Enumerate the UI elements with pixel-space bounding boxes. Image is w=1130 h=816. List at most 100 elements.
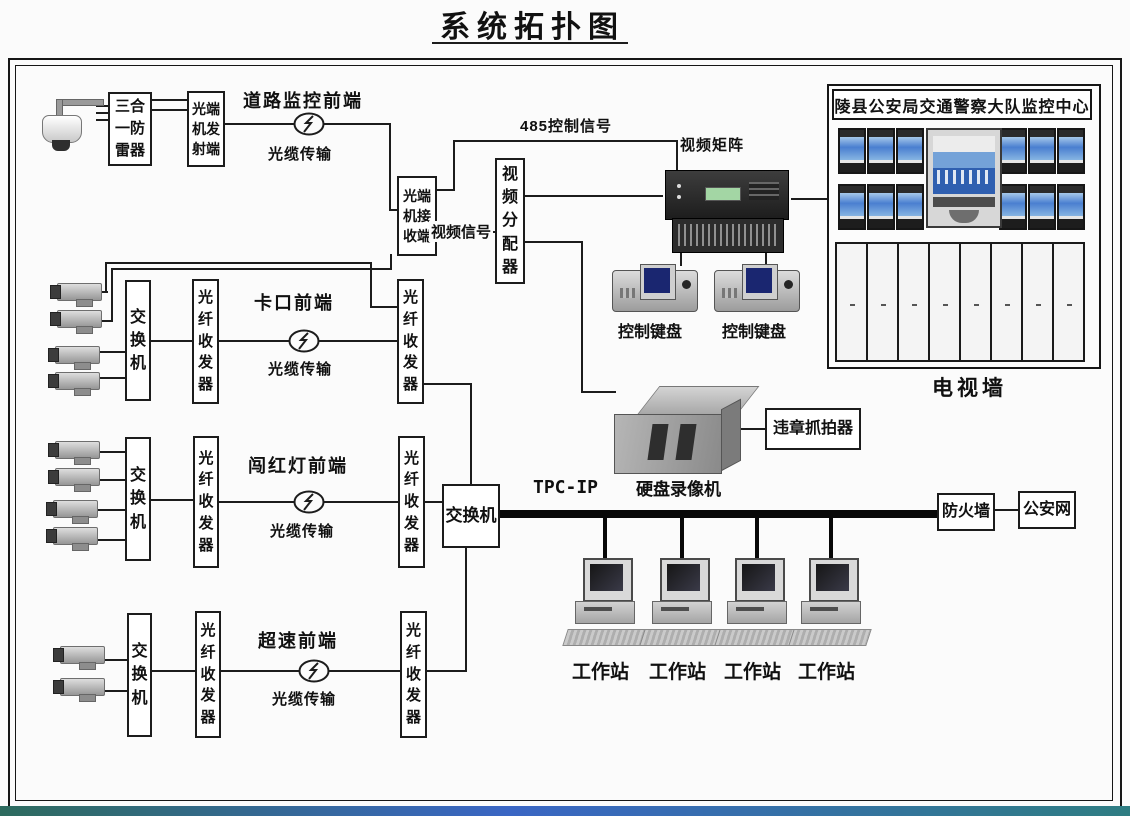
video-matrix-icon	[663, 170, 791, 254]
connector-line	[791, 198, 827, 200]
fiber-link-icon	[293, 490, 325, 514]
connector-line	[453, 140, 455, 191]
bottom-gradient-bar	[0, 806, 1130, 816]
connector-line	[98, 539, 125, 541]
transceiver-box: 光纤收发器	[195, 611, 221, 738]
video-matrix-label: 视频矩阵	[678, 134, 747, 155]
video-signal-label: 视频信号	[429, 221, 494, 242]
dome-camera-icon	[40, 86, 104, 158]
connector-line	[100, 291, 108, 293]
main-monitor-icon	[926, 128, 1002, 228]
dvr-icon	[614, 384, 760, 478]
connector-line	[465, 548, 467, 672]
workstation-icon	[562, 558, 647, 654]
bullet-camera-icon	[46, 498, 98, 524]
title-underline	[432, 42, 628, 44]
video-distributor-box: 视频分配器	[495, 158, 525, 284]
protocol-label: TPC-IP	[533, 477, 599, 498]
bullet-camera-icon	[53, 676, 105, 702]
core-switch-box: 交换机	[442, 484, 500, 548]
connector-line	[525, 195, 663, 197]
connector-line	[581, 391, 616, 393]
connector-line	[100, 451, 125, 453]
control-keyboard-icon	[612, 262, 698, 314]
keyboard-label: 控制键盘	[722, 324, 787, 341]
transceiver-box: 光纤收发器	[400, 611, 427, 738]
monitoring-center-header: 陵县公安局交通警察大队监控中心	[832, 89, 1092, 120]
connector-line	[581, 241, 583, 393]
connector-line	[96, 112, 112, 114]
drop-line	[755, 518, 759, 565]
bullet-camera-icon	[48, 466, 100, 492]
fiber-label: 光缆传输	[272, 691, 337, 708]
page-title: 系统拓扑图	[440, 11, 625, 44]
connector-line	[370, 306, 399, 308]
connector-line	[152, 99, 187, 101]
wall-monitor-icon	[896, 184, 924, 230]
connector-line	[427, 670, 467, 672]
lightning-arrester-box: 三合一防雷器	[108, 92, 152, 166]
wall-monitor-icon	[999, 184, 1027, 230]
capture-box: 违章抓拍器	[765, 408, 861, 450]
connector-line	[680, 252, 682, 266]
connector-line	[98, 509, 125, 511]
connector-line	[105, 659, 127, 661]
control-keyboard-icon	[714, 262, 800, 314]
wall-monitor-icon	[838, 184, 866, 230]
tv-wall-label: 电视墙	[932, 377, 1007, 400]
transceiver-box: 光纤收发器	[193, 436, 219, 568]
connector-line	[105, 262, 107, 293]
bullet-camera-icon	[48, 344, 100, 370]
connector-line	[100, 351, 125, 353]
workstation-icon	[788, 558, 873, 654]
optical-receiver-box: 光端机接收端	[397, 176, 437, 256]
tv-wall-cabinet	[835, 242, 1085, 362]
bullet-camera-icon	[53, 644, 105, 670]
connector-line	[995, 509, 1018, 511]
workstation-label: 工作站	[798, 662, 856, 683]
wall-monitor-icon	[867, 128, 895, 174]
transceiver-box: 光纤收发器	[192, 279, 219, 404]
fiber-label: 光缆传输	[270, 523, 335, 540]
connector-line	[96, 119, 112, 121]
row-front-label: 闯红灯前端	[248, 456, 348, 476]
drop-line	[603, 518, 607, 565]
drop-line	[829, 518, 833, 565]
dvr-label: 硬盘录像机	[636, 480, 721, 499]
row-front-label: 超速前端	[258, 631, 338, 651]
switch-box: 交换机	[125, 280, 151, 401]
wall-monitor-icon	[1028, 184, 1056, 230]
wall-monitor-icon	[1028, 128, 1056, 174]
connector-line	[726, 428, 766, 430]
fiber-link-icon	[298, 659, 330, 683]
backbone-line	[500, 510, 937, 518]
connector-line	[111, 268, 113, 322]
wall-monitor-icon	[1057, 184, 1085, 230]
workstation-icon	[714, 558, 799, 654]
connector-line	[152, 670, 195, 672]
fiber-link-icon	[293, 112, 325, 136]
connector-line	[105, 262, 372, 264]
fiber-label: 光缆传输	[268, 361, 333, 378]
connector-line	[100, 320, 113, 322]
connector-line	[765, 252, 767, 266]
switch-box: 交换机	[125, 437, 151, 561]
transceiver-box: 光纤收发器	[398, 436, 425, 568]
connector-line	[100, 479, 125, 481]
connector-line	[424, 383, 472, 385]
wall-monitor-icon	[867, 184, 895, 230]
switch-box: 交换机	[127, 613, 152, 737]
police-net-box: 公安网	[1018, 491, 1076, 529]
connector-line	[389, 123, 391, 211]
wall-monitor-icon	[838, 128, 866, 174]
bullet-camera-icon	[48, 439, 100, 465]
workstation-label: 工作站	[649, 662, 707, 683]
connector-line	[470, 383, 472, 484]
connector-line	[425, 501, 442, 503]
fiber-link-icon	[288, 329, 320, 353]
connector-line	[105, 690, 127, 692]
connector-line	[676, 140, 678, 174]
wall-monitor-icon	[1057, 128, 1085, 174]
connector-line	[100, 377, 125, 379]
